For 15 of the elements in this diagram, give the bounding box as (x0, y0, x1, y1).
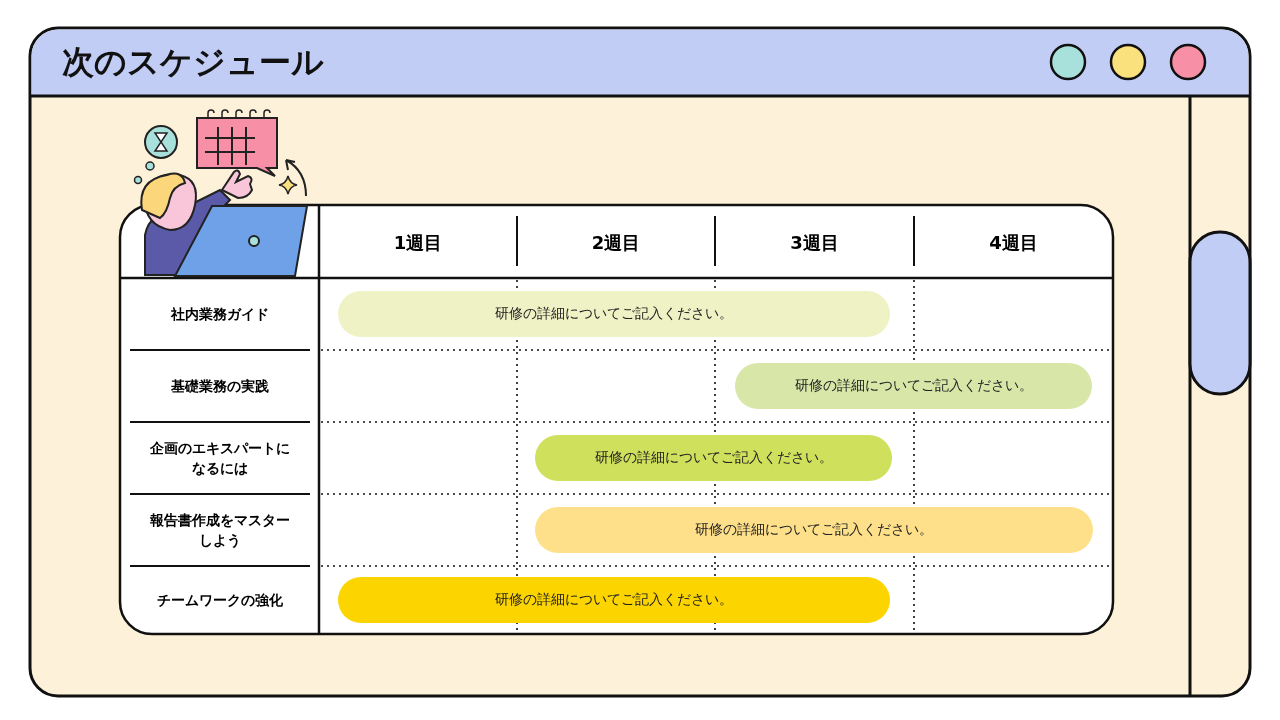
row-label: 基礎業務の実践 (170, 377, 270, 396)
column-header: 1週目 (392, 231, 444, 255)
schedule-bar: 研修の詳細についてご記入ください。 (735, 363, 1092, 409)
schedule-bar: 研修の詳細についてご記入ください。 (338, 577, 890, 623)
column-header: 3週目 (789, 231, 840, 255)
column-header: 2週目 (590, 231, 642, 255)
window-title: 次のスケジュール (62, 42, 324, 83)
row-label: 報告書作成をマスターしよう (150, 511, 290, 550)
schedule-bar: 研修の詳細についてご記入ください。 (535, 435, 892, 481)
row-label: 社内業務ガイド (170, 305, 270, 324)
row-label: チームワークの強化 (156, 591, 284, 610)
schedule-bar: 研修の詳細についてご記入ください。 (338, 291, 890, 337)
schedule-bar: 研修の詳細についてご記入ください。 (535, 507, 1093, 553)
row-label: 企画のエキスパートになるには (150, 439, 290, 478)
column-header: 4週目 (988, 231, 1039, 255)
